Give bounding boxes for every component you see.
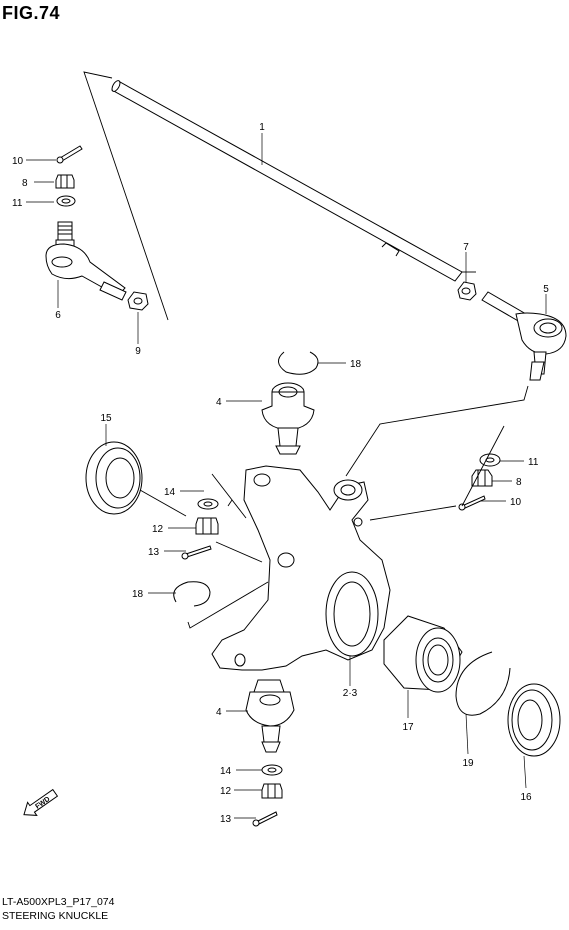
callout-7: 7	[463, 242, 469, 253]
callout-6: 6	[55, 310, 61, 321]
leader-lines	[26, 133, 547, 819]
callout-8-upper: 8	[22, 178, 28, 189]
washer-upper-left[interactable]	[56, 195, 76, 207]
callout-11-upper: 11	[12, 198, 23, 209]
assembly-line-13	[215, 541, 263, 563]
callout-12-lower: 12	[220, 786, 232, 797]
callout-4-lower: 4	[216, 707, 222, 718]
cotter-pin-13-lower[interactable]	[252, 811, 278, 827]
assembly-line-18	[187, 581, 269, 629]
callout-9: 9	[135, 346, 141, 357]
callout-18-upper: 18	[350, 359, 362, 370]
cotter-pin-10-right[interactable]	[458, 495, 486, 511]
cotter-pin-13-left[interactable]	[181, 545, 212, 560]
castle-nut-upper-left[interactable]	[55, 174, 75, 189]
circlip-lower[interactable]	[173, 581, 211, 607]
callout-13-lower: 13	[220, 814, 232, 825]
assembly-line-15	[139, 489, 187, 517]
callout-18-lower: 18	[132, 589, 144, 600]
castle-nut-12-lower[interactable]	[261, 783, 283, 799]
wheel-bearing[interactable]	[383, 615, 463, 693]
lock-nut-right[interactable]	[457, 281, 477, 301]
callout-14-left: 14	[164, 487, 176, 498]
castle-nut-12-left[interactable]	[195, 517, 219, 535]
circlip-upper[interactable]	[278, 351, 319, 375]
tie-rod-end-left[interactable]	[45, 221, 127, 301]
washer-11-right[interactable]	[479, 453, 501, 467]
circlip-19[interactable]	[455, 651, 511, 716]
assembly-line-knuckle-left	[211, 473, 247, 519]
callout-4-upper: 4	[216, 397, 222, 408]
callout-10-right: 10	[510, 497, 522, 508]
callout-19: 19	[462, 758, 474, 769]
callout-1: 1	[259, 122, 265, 133]
ball-joint-upper[interactable]	[261, 382, 315, 455]
callout-14-lower: 14	[220, 766, 232, 777]
figure-name: STEERING KNUCKLE	[2, 910, 109, 922]
tie-rod-end-right[interactable]	[481, 291, 567, 381]
callout-13-left: 13	[148, 547, 160, 558]
callout-15: 15	[100, 413, 112, 424]
figure-code: LT-A500XPL3_P17_074	[2, 896, 115, 908]
callout-5: 5	[543, 284, 549, 295]
fwd-badge-text: FWD	[34, 796, 51, 811]
figure-footer: LT-A500XPL3_P17_074 STEERING KNUCKLE	[2, 895, 114, 923]
castle-nut-8-right[interactable]	[471, 469, 493, 487]
washer-14-left[interactable]	[197, 498, 219, 510]
steering-knuckle[interactable]	[211, 465, 391, 671]
callout-labels: 1 10 8 11 6 9 7 5 18 4 15 11 8 10 14 12 …	[12, 122, 549, 825]
ball-joint-lower[interactable]	[245, 679, 295, 753]
assembly-line-right-end	[345, 385, 529, 477]
fwd-direction-badge: FWD	[23, 788, 59, 817]
tie-rod[interactable]	[110, 79, 463, 282]
callout-11-right: 11	[528, 457, 539, 468]
assembly-line-left	[83, 71, 169, 321]
callout-16: 16	[520, 792, 532, 803]
callout-2-3: 2·3	[343, 688, 358, 699]
callout-10-upper: 10	[12, 156, 24, 167]
lock-nut-left[interactable]	[127, 291, 149, 311]
callout-12-left: 12	[152, 524, 164, 535]
oil-seal-15[interactable]	[85, 441, 143, 515]
callout-8-right: 8	[516, 477, 522, 488]
washer-14-lower[interactable]	[261, 764, 283, 776]
figure-title: FIG.74	[2, 3, 61, 23]
oil-seal-16[interactable]	[507, 683, 561, 757]
assembly-line-right-hardware	[369, 425, 505, 521]
callout-17: 17	[402, 722, 414, 733]
cotter-pin-upper-left[interactable]	[56, 145, 83, 164]
